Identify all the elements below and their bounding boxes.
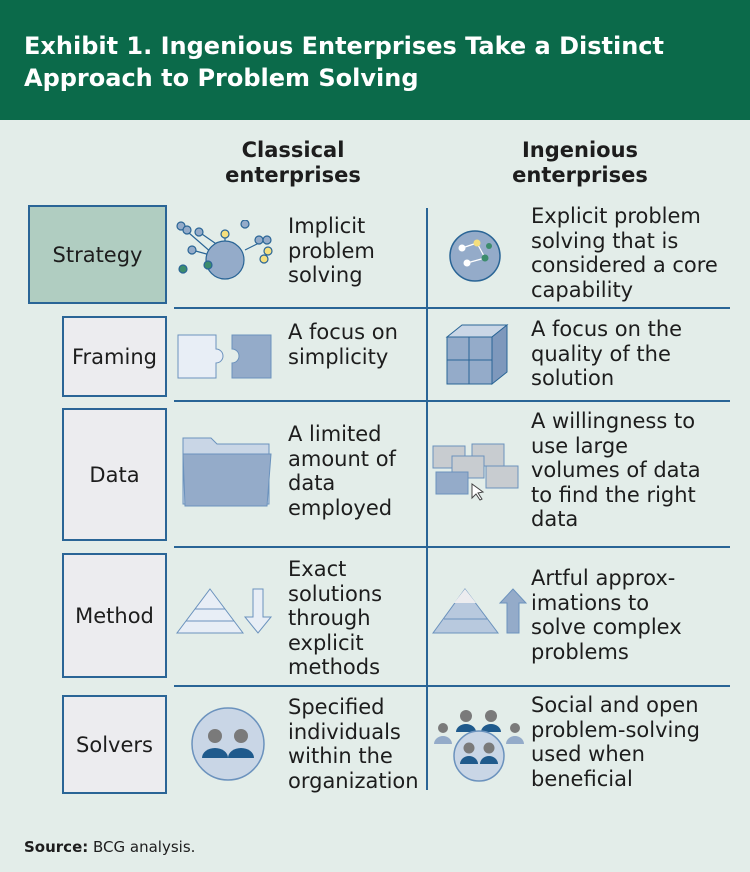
pyramid-arrow-up-icon — [432, 588, 527, 634]
column-header-classical: Classical enterprises — [225, 138, 361, 187]
column-divider — [426, 208, 428, 790]
solvers-classical-text: Specified individuals within the organiz… — [288, 695, 419, 793]
pyramid-arrow-down-icon — [176, 588, 273, 634]
folder-icon — [182, 437, 272, 507]
two-puzzle-pieces-icon — [177, 334, 272, 379]
row-label-method: Method — [62, 553, 167, 678]
connected-globe-icon — [449, 230, 501, 282]
data-classical-text: A limited amount of data employed — [288, 422, 396, 520]
solvers-ingenious-text: Social and open problem-solving used whe… — [531, 693, 700, 791]
row-label-data: Data — [62, 408, 167, 541]
exhibit-title: Exhibit 1. Ingenious Enterprises Take a … — [0, 0, 750, 120]
data-ingenious-text: A willingness to use large volumes of da… — [531, 409, 701, 531]
row-divider — [174, 400, 730, 402]
method-classical-text: Exact solutions through explicit methods — [288, 557, 383, 679]
source-text: BCG analysis. — [88, 838, 196, 856]
row-label-solvers: Solvers — [62, 695, 167, 794]
crowd-people-icon — [434, 710, 524, 782]
row-label-framing: Framing — [62, 316, 167, 397]
row-divider — [174, 307, 730, 309]
framing-classical-text: A focus on simplicity — [288, 320, 398, 369]
source-note: Source: BCG analysis. — [24, 838, 195, 856]
puzzle-cube-icon — [445, 323, 509, 386]
two-people-icon — [191, 707, 265, 781]
strategy-classical-text: Implicit problem solving — [288, 214, 375, 287]
strategy-ingenious-text: Explicit problem solving that is conside… — [531, 204, 718, 302]
row-divider — [174, 546, 730, 548]
framing-ingenious-text: A focus on the quality of the solution — [531, 317, 683, 390]
row-label-strategy: Strategy — [28, 205, 167, 304]
row-divider — [174, 685, 730, 687]
network-sphere-icon — [176, 220, 273, 280]
source-label: Source: — [24, 838, 89, 856]
column-header-ingenious: Ingenious enterprises — [512, 138, 648, 187]
method-ingenious-text: Artful approx-imations to solve complex … — [531, 566, 682, 664]
many-folders-cursor-icon — [432, 443, 519, 501]
